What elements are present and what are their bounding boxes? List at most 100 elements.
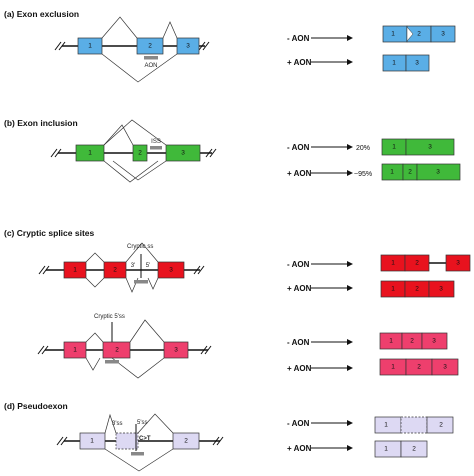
gene-break-marker [205,148,217,158]
svg-text:2: 2 [415,260,419,267]
svg-text:1: 1 [391,364,395,371]
transcript-minus-aon: 1 2 3 [379,332,448,350]
plus-aon-label: + AON [287,58,312,67]
site-5-prime-label: 5' [146,263,150,269]
minus-aon-label: - AON [287,419,310,428]
transcript-minus-aon: 1 2 3 [380,254,471,272]
panel-d-title: (d) Pseudoexon [4,401,68,411]
panel-b-results: - AON 20% + AON ~95% 1 3 1 2 3 [287,138,461,181]
exon-1-label: 1 [73,267,77,274]
pseudoexon-included [400,416,428,434]
panel-c-upper-results: - AON + AON 1 2 3 1 2 3 [287,254,471,298]
gene-break-marker [193,265,205,275]
ss5-label: 5'ss [137,420,147,426]
exon-2 [132,144,148,162]
transcript-minus-aon: 1 3 [381,138,455,156]
gene-break-marker [54,41,66,51]
partial-exon-wedge [406,26,414,42]
exon-2-label: 2 [184,438,188,445]
aon-bar [144,56,158,60]
svg-text:3: 3 [415,60,419,67]
exon-3 [176,37,200,55]
plus-aon-label: + AON [287,284,312,293]
svg-text:1: 1 [391,286,395,293]
splice-arc-1-2 [85,252,105,263]
gene-break-marker [198,41,210,51]
transcript-plus-aon: 1 2 3 [379,358,459,376]
svg-text:2: 2 [415,286,419,293]
svg-text:1: 1 [392,144,396,151]
splice-arc-lower-1-2 [85,357,101,371]
svg-text:2: 2 [417,364,421,371]
svg-text:2: 2 [439,422,443,429]
svg-text:1: 1 [391,260,395,267]
exon-3-label: 3 [174,347,178,354]
svg-text:3: 3 [443,364,447,371]
svg-text:1: 1 [384,422,388,429]
exon-1 [79,432,106,450]
exon-3 [157,261,185,279]
splice-arc-2-3 [162,21,178,39]
panel-b-exon-inclusion: (b) Exon inclusion 1 2 3 ISS - AON [4,118,461,183]
splice-arc-2-3 [129,319,165,343]
gene-break-marker [212,436,224,446]
aon-bar [134,280,148,284]
panel-a-results: - AON + AON 1 2 3 1 3 [287,25,456,72]
pseudoexon [115,432,139,450]
minus-aon-label: - AON [287,143,310,152]
aon-label: AON [144,63,157,69]
svg-text:1: 1 [392,60,396,67]
transcript-plus-aon: 1 2 3 [380,280,455,298]
exon-1 [77,37,103,55]
plus-aon-label: + AON [287,364,312,373]
svg-text:1: 1 [389,338,393,345]
exon-2 [172,432,200,450]
transcript-plus-aon: 1 2 3 [381,163,461,181]
svg-text:3: 3 [428,144,432,151]
exon-1-label: 1 [90,438,94,445]
splice-arc-skip [101,53,178,83]
exon-3-label: 3 [181,150,185,157]
svg-text:3: 3 [456,260,460,267]
exon-2 [103,261,127,279]
aon-bar [150,146,162,150]
panel-c-gene-upper: 1 2 3 Cryptic ss 3' 5' [38,242,205,293]
panel-c-title: (c) Cryptic splice sites [4,228,95,238]
exon-2 [136,37,164,55]
svg-text:2: 2 [408,169,412,176]
transcript-plus-aon: 1 2 [374,440,428,458]
svg-text:1: 1 [391,31,395,38]
gene-break-marker [38,265,50,275]
splice-arc-normal [104,448,174,472]
transcript-minus-aon: 1 2 [374,416,454,434]
panel-b-title: (b) Exon inclusion [4,118,78,128]
aon-bar [105,360,119,364]
panel-c-lower-results: - AON + AON 1 2 3 1 2 3 [287,332,459,376]
gene-break-marker [56,436,68,446]
exon-2 [102,341,131,359]
svg-text:3: 3 [436,169,440,176]
exon-1-label: 1 [88,43,92,50]
minus-aon-percent: 20% [356,145,370,152]
plus-aon-label: + AON [287,169,312,178]
transcript-minus-aon: 1 2 3 [382,25,456,43]
gene-break-marker [200,345,212,355]
svg-text:3: 3 [439,286,443,293]
splice-arc-1-2 [85,332,104,343]
panel-c-cryptic-splice-sites: (c) Cryptic splice sites 1 2 3 Cryptic s… [4,228,471,379]
panel-b-gene: 1 2 3 ISS [50,119,217,183]
panel-d-gene: 1 2 3'ss 5'ss C>T [56,413,224,472]
aon-bar [131,452,144,456]
splice-arc-1-2 [103,124,134,146]
exon-2-label: 2 [113,267,117,274]
svg-text:1: 1 [390,169,394,176]
panel-d-results: - AON + AON 1 2 1 2 [287,416,454,458]
exon-3-label: 3 [186,43,190,50]
splice-arc-lower-cryptic-5 [147,277,159,290]
panel-d-pseudoexon: (d) Pseudoexon 1 2 3'ss 5'ss C>T - AON [4,401,454,472]
exon-1 [75,144,105,162]
splice-arc-2-3 [125,242,159,263]
gene-break-marker [50,148,62,158]
cryptic-5ss-label: Cryptic 5'ss [94,314,125,320]
